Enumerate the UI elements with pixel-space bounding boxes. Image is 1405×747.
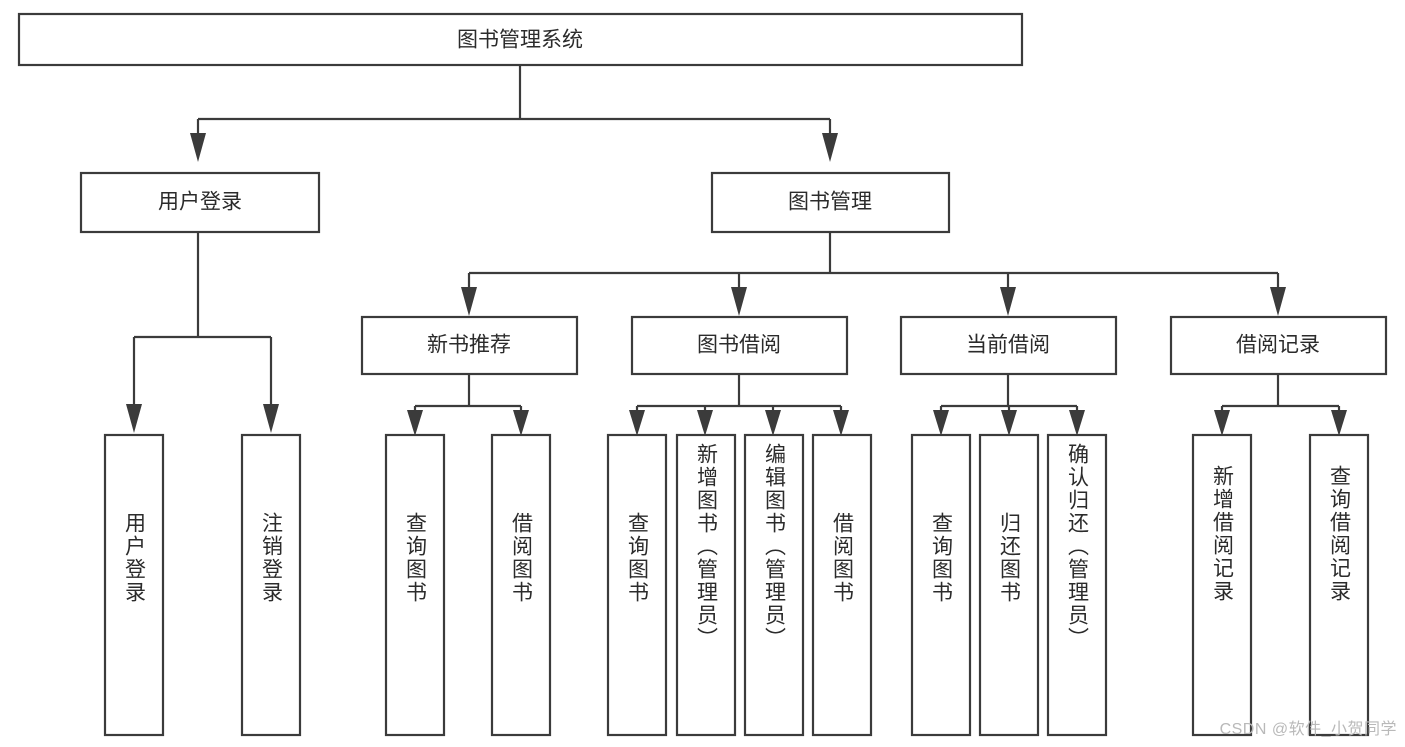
node-borrow-record-box[interactable] [1169, 315, 1388, 376]
leaf-query-book-1-box[interactable] [384, 433, 446, 737]
node-new-book-rec-box[interactable] [360, 315, 579, 376]
arrowhead-leaf-user-login [126, 404, 142, 433]
connector-group-borrow-record [1214, 374, 1347, 436]
arrowhead-leaf-query-book-2 [629, 410, 645, 436]
leaf-boxes [103, 433, 1370, 737]
arrowhead-book-manage [822, 133, 838, 162]
node-book-borrow[interactable]: 图书借阅 [630, 315, 849, 376]
arrowhead-leaf-confirm-return [1069, 410, 1085, 436]
leaf-add-record-box[interactable] [1191, 433, 1253, 737]
arrowhead-leaf-borrow-book-1 [513, 410, 529, 436]
node-user-login-box[interactable] [79, 171, 321, 234]
leaf-query-record-box[interactable] [1308, 433, 1370, 737]
connector-group-user-login [126, 232, 279, 433]
leaf-borrow-book-2-box[interactable] [811, 433, 873, 737]
leaf-add-book-box[interactable] [675, 433, 737, 737]
arrowhead-leaf-query-book-1 [407, 410, 423, 436]
arrowhead-leaf-edit-book [765, 410, 781, 436]
node-borrow-record[interactable]: 借阅记录 [1169, 315, 1388, 376]
node-book-manage[interactable]: 图书管理 [710, 171, 951, 234]
arrowhead-leaf-query-record [1331, 410, 1347, 436]
node-book-borrow-box[interactable] [630, 315, 849, 376]
arrowhead-leaf-query-book-3 [933, 410, 949, 436]
node-borrow-record-label: 借阅记录 [1236, 334, 1320, 357]
node-book-borrow-label: 图书借阅 [697, 334, 781, 357]
node-book-manage-label: 图书管理 [788, 191, 872, 214]
node-user-login[interactable]: 用户登录 [79, 171, 321, 234]
csdn-watermark: CSDN @软件_小贺同学 [1219, 721, 1397, 738]
leaf-user-login-box[interactable] [103, 433, 165, 737]
connector-group-root [190, 65, 838, 162]
connector-group-book-manage [461, 232, 1286, 316]
node-book-manage-box[interactable] [710, 171, 951, 234]
node-root-box[interactable] [17, 12, 1024, 67]
connector-group-current-borrow [933, 374, 1085, 436]
arrowhead-leaf-add-record [1214, 410, 1230, 436]
leaf-logout-login-box[interactable] [240, 433, 302, 737]
leaf-return-book-box[interactable] [978, 433, 1040, 737]
leaf-query-book-2-box[interactable] [606, 433, 668, 737]
arrowhead-leaf-logout-login [263, 404, 279, 433]
arrowhead-borrow-record [1270, 287, 1286, 316]
node-user-login-label: 用户登录 [158, 191, 242, 214]
connector-group-book-borrow [629, 374, 849, 436]
arrowhead-new-book-rec [461, 287, 477, 316]
leaf-query-book-3-box[interactable] [910, 433, 972, 737]
node-new-book-rec[interactable]: 新书推荐 [360, 315, 579, 376]
node-current-borrow[interactable]: 当前借阅 [899, 315, 1118, 376]
arrowhead-book-borrow [731, 287, 747, 316]
arrowhead-leaf-add-book [697, 410, 713, 436]
node-root[interactable]: 图书管理系统 [17, 12, 1024, 67]
leaf-confirm-return-box[interactable] [1046, 433, 1108, 737]
arrowhead-leaf-return-book [1001, 410, 1017, 436]
arrowhead-current-borrow [1000, 287, 1016, 316]
arrowhead-user-login [190, 133, 206, 162]
node-current-borrow-label: 当前借阅 [966, 334, 1050, 357]
leaf-edit-book-box[interactable] [743, 433, 805, 737]
node-new-book-rec-label: 新书推荐 [427, 334, 511, 357]
connector-group-new-book-rec [407, 374, 529, 436]
node-current-borrow-box[interactable] [899, 315, 1118, 376]
node-root-label: 图书管理系统 [457, 29, 583, 52]
arrowhead-leaf-borrow-book-2 [833, 410, 849, 436]
leaf-borrow-book-1-box[interactable] [490, 433, 552, 737]
